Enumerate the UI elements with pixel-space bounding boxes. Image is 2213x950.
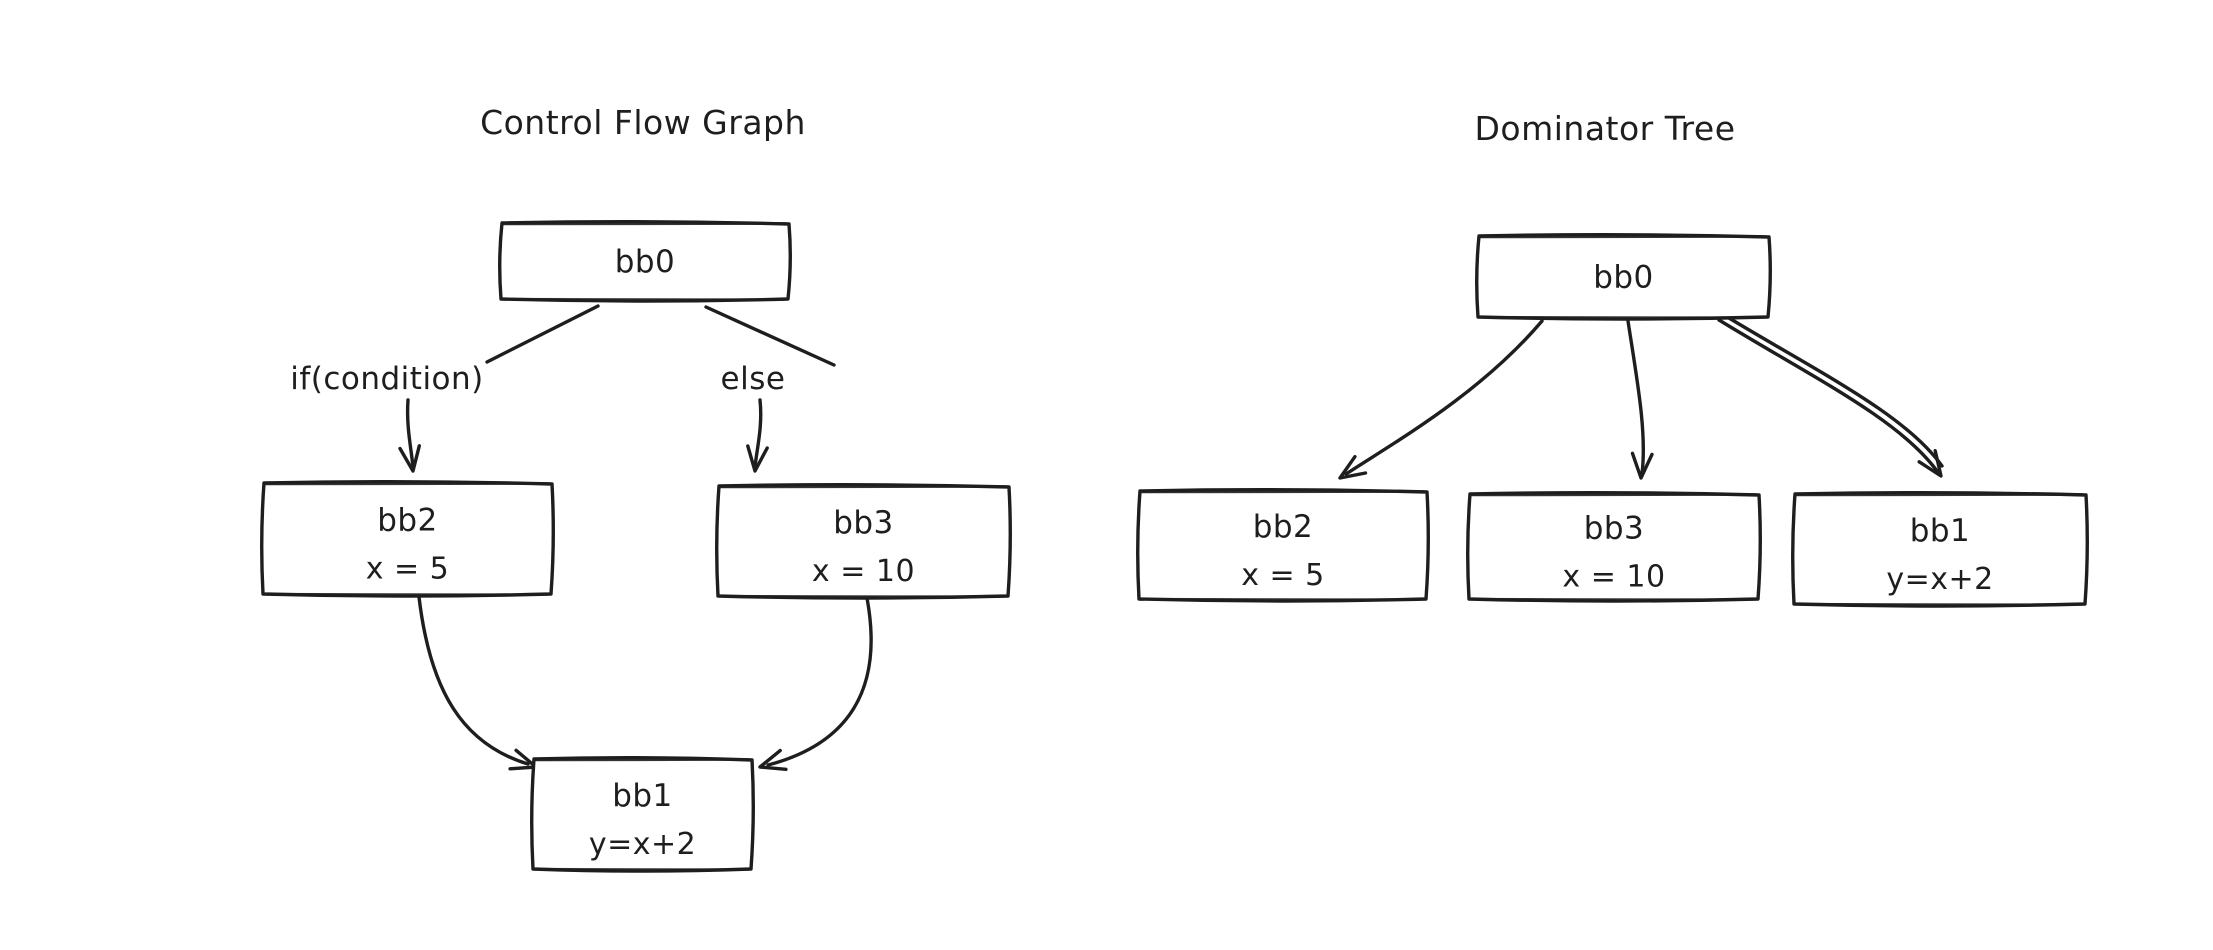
arrowhead-icon — [758, 748, 788, 771]
node-box-bottom-stroke — [1479, 315, 1767, 319]
arrowhead-icon — [1338, 455, 1368, 480]
edge-label-bb0-bb3-cfg[interactable]: else — [721, 361, 786, 397]
node-box[interactable] — [1466, 491, 1762, 603]
edge-bb3-bb1-cfg[interactable] — [758, 596, 873, 771]
node-box-top-stroke — [719, 485, 1008, 489]
node-box-bottom-stroke — [719, 594, 1007, 598]
node-bb2-cfg[interactable]: bb2 x = 5 — [260, 480, 555, 598]
node-label: bb0 — [1593, 260, 1654, 296]
node-box-top-stroke — [1479, 235, 1768, 239]
node-bb3-cfg[interactable]: bb3 x = 10 — [715, 483, 1012, 600]
node-bb2-domtree[interactable]: bb2 x = 5 — [1136, 488, 1430, 603]
node-label: bb0 — [615, 244, 676, 280]
diagram-domtree: Dominator Tree bb0 bb2 x = 5 bb3 x = 10 bb1 y=x… — [1136, 109, 2089, 608]
node-box[interactable] — [1475, 233, 1772, 321]
node-bb0-domtree[interactable]: bb0 — [1475, 233, 1772, 321]
node-box-bottom-stroke — [502, 297, 787, 301]
node-code: y=x+2 — [1886, 562, 1993, 597]
node-box[interactable] — [260, 480, 555, 598]
node-bb1-cfg[interactable]: bb1 y=x+2 — [530, 756, 755, 873]
node-box-bottom-stroke — [264, 592, 550, 596]
edge-bb0-bb3-cfg[interactable] — [704, 305, 836, 473]
node-box[interactable] — [1136, 488, 1430, 603]
node-code: x = 5 — [1241, 558, 1325, 593]
node-box[interactable] — [498, 220, 792, 303]
node-label: bb2 — [1253, 509, 1314, 545]
node-label: bb1 — [1910, 513, 1971, 549]
node-label: bb2 — [377, 503, 438, 539]
node-box-bottom-stroke — [1470, 597, 1757, 601]
edge-bb2-bb1-cfg[interactable] — [417, 595, 538, 771]
node-box[interactable] — [530, 756, 755, 873]
node-box[interactable] — [1791, 491, 2089, 608]
node-label: bb1 — [612, 778, 673, 814]
diagram-title-cfg[interactable]: Control Flow Graph — [480, 103, 806, 142]
node-box-bottom-stroke — [1140, 597, 1425, 601]
node-code: x = 10 — [1562, 560, 1665, 595]
node-bb0-cfg[interactable]: bb0 — [498, 220, 792, 303]
arrowhead-icon — [1630, 451, 1654, 480]
diagram-cfg: Control Flow Graph if(condition) else bb0 bb… — [260, 103, 1012, 873]
edge-bb0-bb1-domtree[interactable] — [1717, 313, 1944, 478]
node-bb1-domtree[interactable]: bb1 y=x+2 — [1791, 491, 2089, 608]
node-code: x = 10 — [812, 554, 915, 589]
node-label: bb3 — [1584, 511, 1645, 547]
node-box-top-stroke — [502, 222, 788, 226]
node-box-top-stroke — [264, 482, 551, 486]
diagram-title-domtree[interactable]: Dominator Tree — [1475, 109, 1736, 148]
node-label: bb3 — [833, 505, 894, 541]
node-bb3-domtree[interactable]: bb3 x = 10 — [1466, 491, 1762, 603]
arrowhead-icon — [746, 444, 769, 473]
node-box[interactable] — [715, 483, 1012, 600]
node-box-top-stroke — [534, 758, 751, 762]
node-box-top-stroke — [1470, 493, 1758, 497]
arrowhead-icon — [398, 444, 421, 473]
node-code: y=x+2 — [589, 827, 696, 862]
node-box-bottom-stroke — [534, 867, 750, 871]
edge-bb0-bb2-cfg[interactable] — [398, 304, 600, 473]
edge-bb0-bb3-domtree[interactable] — [1626, 319, 1654, 480]
edge-label-bb0-bb2-cfg[interactable]: if(condition) — [290, 361, 484, 397]
node-code: x = 5 — [366, 552, 450, 587]
edge-bb0-bb2-domtree[interactable] — [1338, 319, 1544, 480]
node-box-top-stroke — [1795, 493, 2085, 497]
node-box-top-stroke — [1140, 490, 1426, 494]
node-box-bottom-stroke — [1795, 602, 2084, 606]
arrowhead-icon — [1917, 449, 1943, 478]
